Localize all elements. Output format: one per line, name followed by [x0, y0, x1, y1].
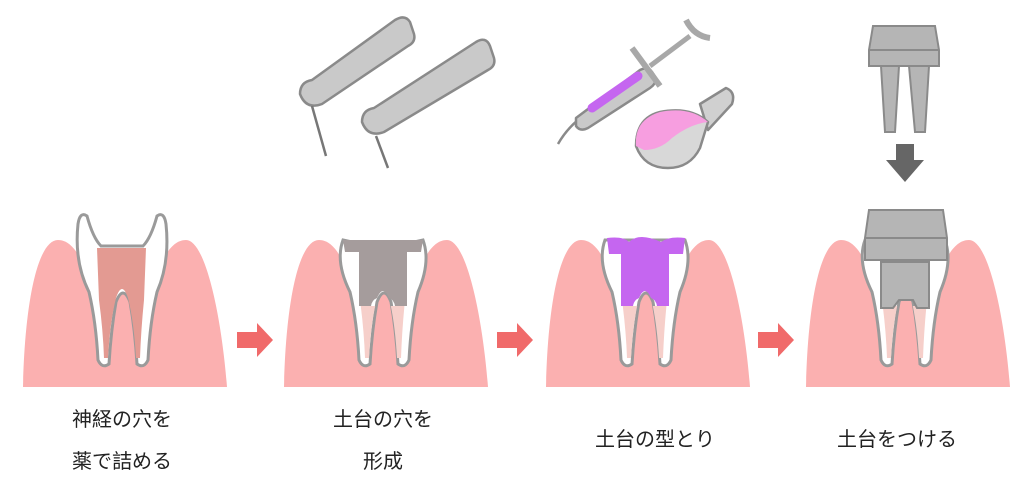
- step3-label-line1: 土台の型とり: [595, 427, 715, 451]
- impression-tray-icon: [634, 86, 735, 170]
- impression-syringe-icon: [556, 18, 711, 145]
- step2-label-line1: 土台の穴を: [333, 407, 433, 431]
- step1-label: 神経の穴を 薬で詰める: [22, 398, 222, 482]
- step3-illustration: [546, 237, 750, 387]
- step4-label-line1: 土台をつける: [837, 427, 957, 451]
- next-arrow-icon: [758, 323, 794, 357]
- next-arrow-icon: [497, 323, 533, 357]
- step4-label: 土台をつける: [797, 418, 997, 460]
- step1-label-line2: 薬で詰める: [72, 449, 172, 473]
- post: [880, 261, 930, 309]
- step1-label-line1: 神経の穴を: [72, 407, 172, 431]
- step2-illustration: [284, 238, 488, 387]
- dental-handpiece-icon: [298, 16, 496, 169]
- step3-label: 土台の型とり: [555, 418, 755, 460]
- next-arrow-icon: [237, 323, 273, 357]
- down-arrow-icon: [886, 144, 924, 182]
- core-build-up: [864, 209, 948, 261]
- step4-illustration: [806, 25, 1010, 387]
- drilled-post-space: [343, 240, 423, 306]
- step1-illustration: [23, 213, 227, 387]
- post-and-core: [868, 25, 940, 133]
- step2-label: 土台の穴を 形成: [283, 398, 483, 482]
- impression-material: [607, 237, 685, 306]
- step2-label-line2: 形成: [363, 449, 403, 473]
